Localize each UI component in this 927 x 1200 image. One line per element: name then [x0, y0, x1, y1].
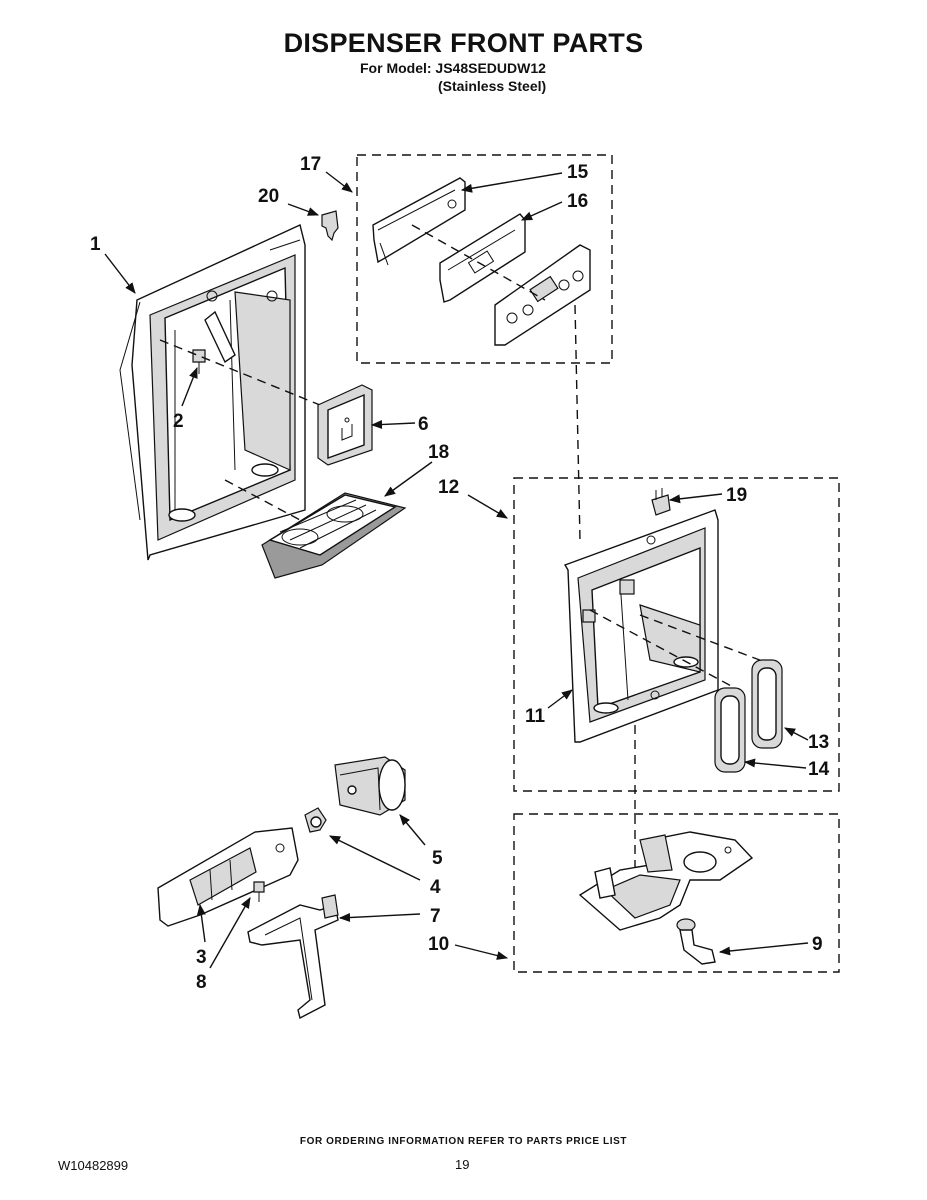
callout-19: 19: [726, 485, 747, 506]
part-19-switch: [651, 488, 671, 516]
callout-2: 2: [173, 411, 184, 432]
part-7-lever: [247, 894, 339, 1020]
part-18-drip-tray: [261, 492, 407, 579]
group-box-ice-chute: [513, 813, 840, 973]
page-number: 19: [455, 1157, 470, 1172]
part-11-dispenser-housing: [563, 509, 719, 743]
callout-8: 8: [196, 972, 207, 993]
page-title: DISPENSER FRONT PARTS: [283, 28, 644, 58]
callout-16: 16: [567, 191, 588, 212]
ordering-note: FOR ORDERING INFORMATION REFER TO PARTS …: [299, 1136, 628, 1147]
part-8-screw: [253, 881, 265, 902]
callout-4: 4: [430, 877, 441, 898]
callout-11: 11: [525, 706, 546, 727]
part-16-bracket: [439, 213, 526, 303]
callout-1: 1: [90, 234, 101, 255]
callout-17: 17: [300, 154, 321, 175]
finish-line: (Stainless Steel): [438, 78, 547, 94]
part-13-pad: [751, 659, 783, 749]
part-4-cam: [304, 807, 327, 833]
part-2-screw: [192, 349, 206, 374]
callout-7: 7: [430, 906, 441, 927]
callout-15: 15: [567, 162, 589, 183]
part-20-clip: [321, 210, 339, 242]
part-5-motor: [334, 756, 406, 816]
callout-14: 14: [808, 759, 830, 780]
part-9-elbow: [676, 918, 716, 965]
callout-9: 9: [812, 934, 823, 955]
callout-13: 13: [808, 732, 829, 753]
document-number: W10482899: [58, 1158, 129, 1173]
part-1-housing: [119, 224, 306, 561]
part-15-bracket: [372, 177, 466, 266]
part-10-ice-chute: [578, 831, 754, 931]
group-box-control-boards: [356, 154, 613, 364]
callout-3: 3: [196, 947, 207, 968]
part-14-pad: [714, 687, 746, 773]
callout-10: 10: [428, 934, 449, 955]
group-box-dispenser-housing: [513, 477, 840, 792]
callout-20: 20: [258, 186, 279, 207]
part-3-bracket: [157, 827, 299, 927]
callout-18: 18: [428, 442, 449, 463]
model-line: For Model: JS48SEDUDW12: [360, 60, 546, 76]
callout-5: 5: [432, 848, 443, 869]
callout-6: 6: [418, 414, 429, 435]
callout-12: 12: [438, 477, 459, 498]
part-6-actuator-pad: [317, 384, 373, 466]
